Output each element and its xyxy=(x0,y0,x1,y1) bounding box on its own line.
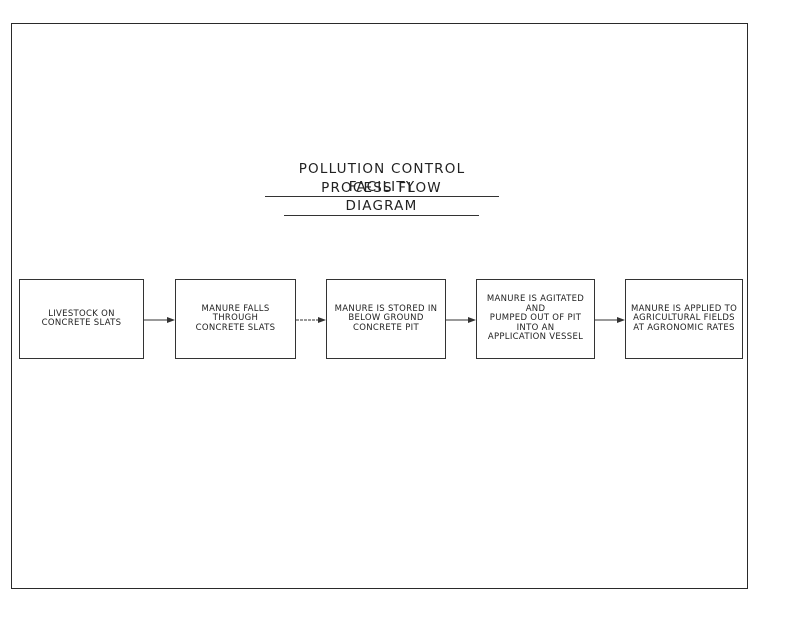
title-line-1: POLLUTION CONTROL FACILITY xyxy=(265,160,499,197)
drawing-border xyxy=(11,23,748,589)
step-manure-applied-to-fields: MANURE IS APPLIED TO AGRICULTURAL FIELDS… xyxy=(625,279,743,359)
step-manure-stored-in-pit: MANURE IS STORED IN BELOW GROUND CONCRET… xyxy=(326,279,446,359)
step-livestock-on-slats: LIVESTOCK ON CONCRETE SLATS xyxy=(19,279,144,359)
step-manure-falls-through: MANURE FALLS THROUGH CONCRETE SLATS xyxy=(175,279,296,359)
step-manure-agitated-pumped: MANURE IS AGITATED AND PUMPED OUT OF PIT… xyxy=(476,279,595,359)
title-line-2: PROCESS FLOW DIAGRAM xyxy=(284,179,479,216)
